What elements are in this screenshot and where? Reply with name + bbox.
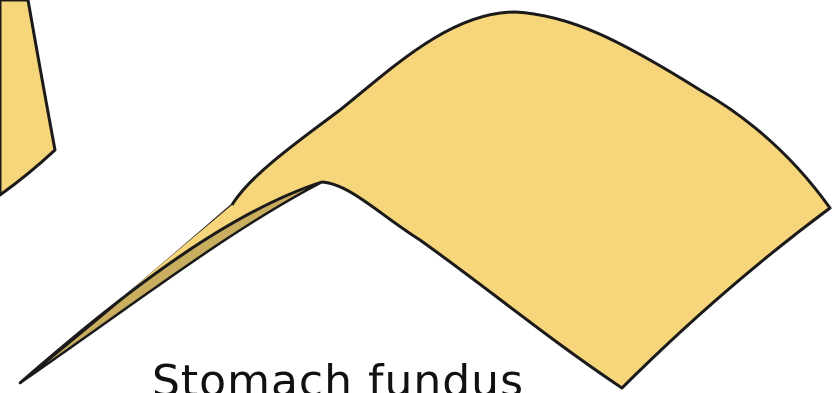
main-bent-sheet [20,12,830,388]
caption-label: Stomach fundus [152,360,524,393]
left-partial-sheet [0,0,55,195]
sheet-underside [20,182,322,383]
